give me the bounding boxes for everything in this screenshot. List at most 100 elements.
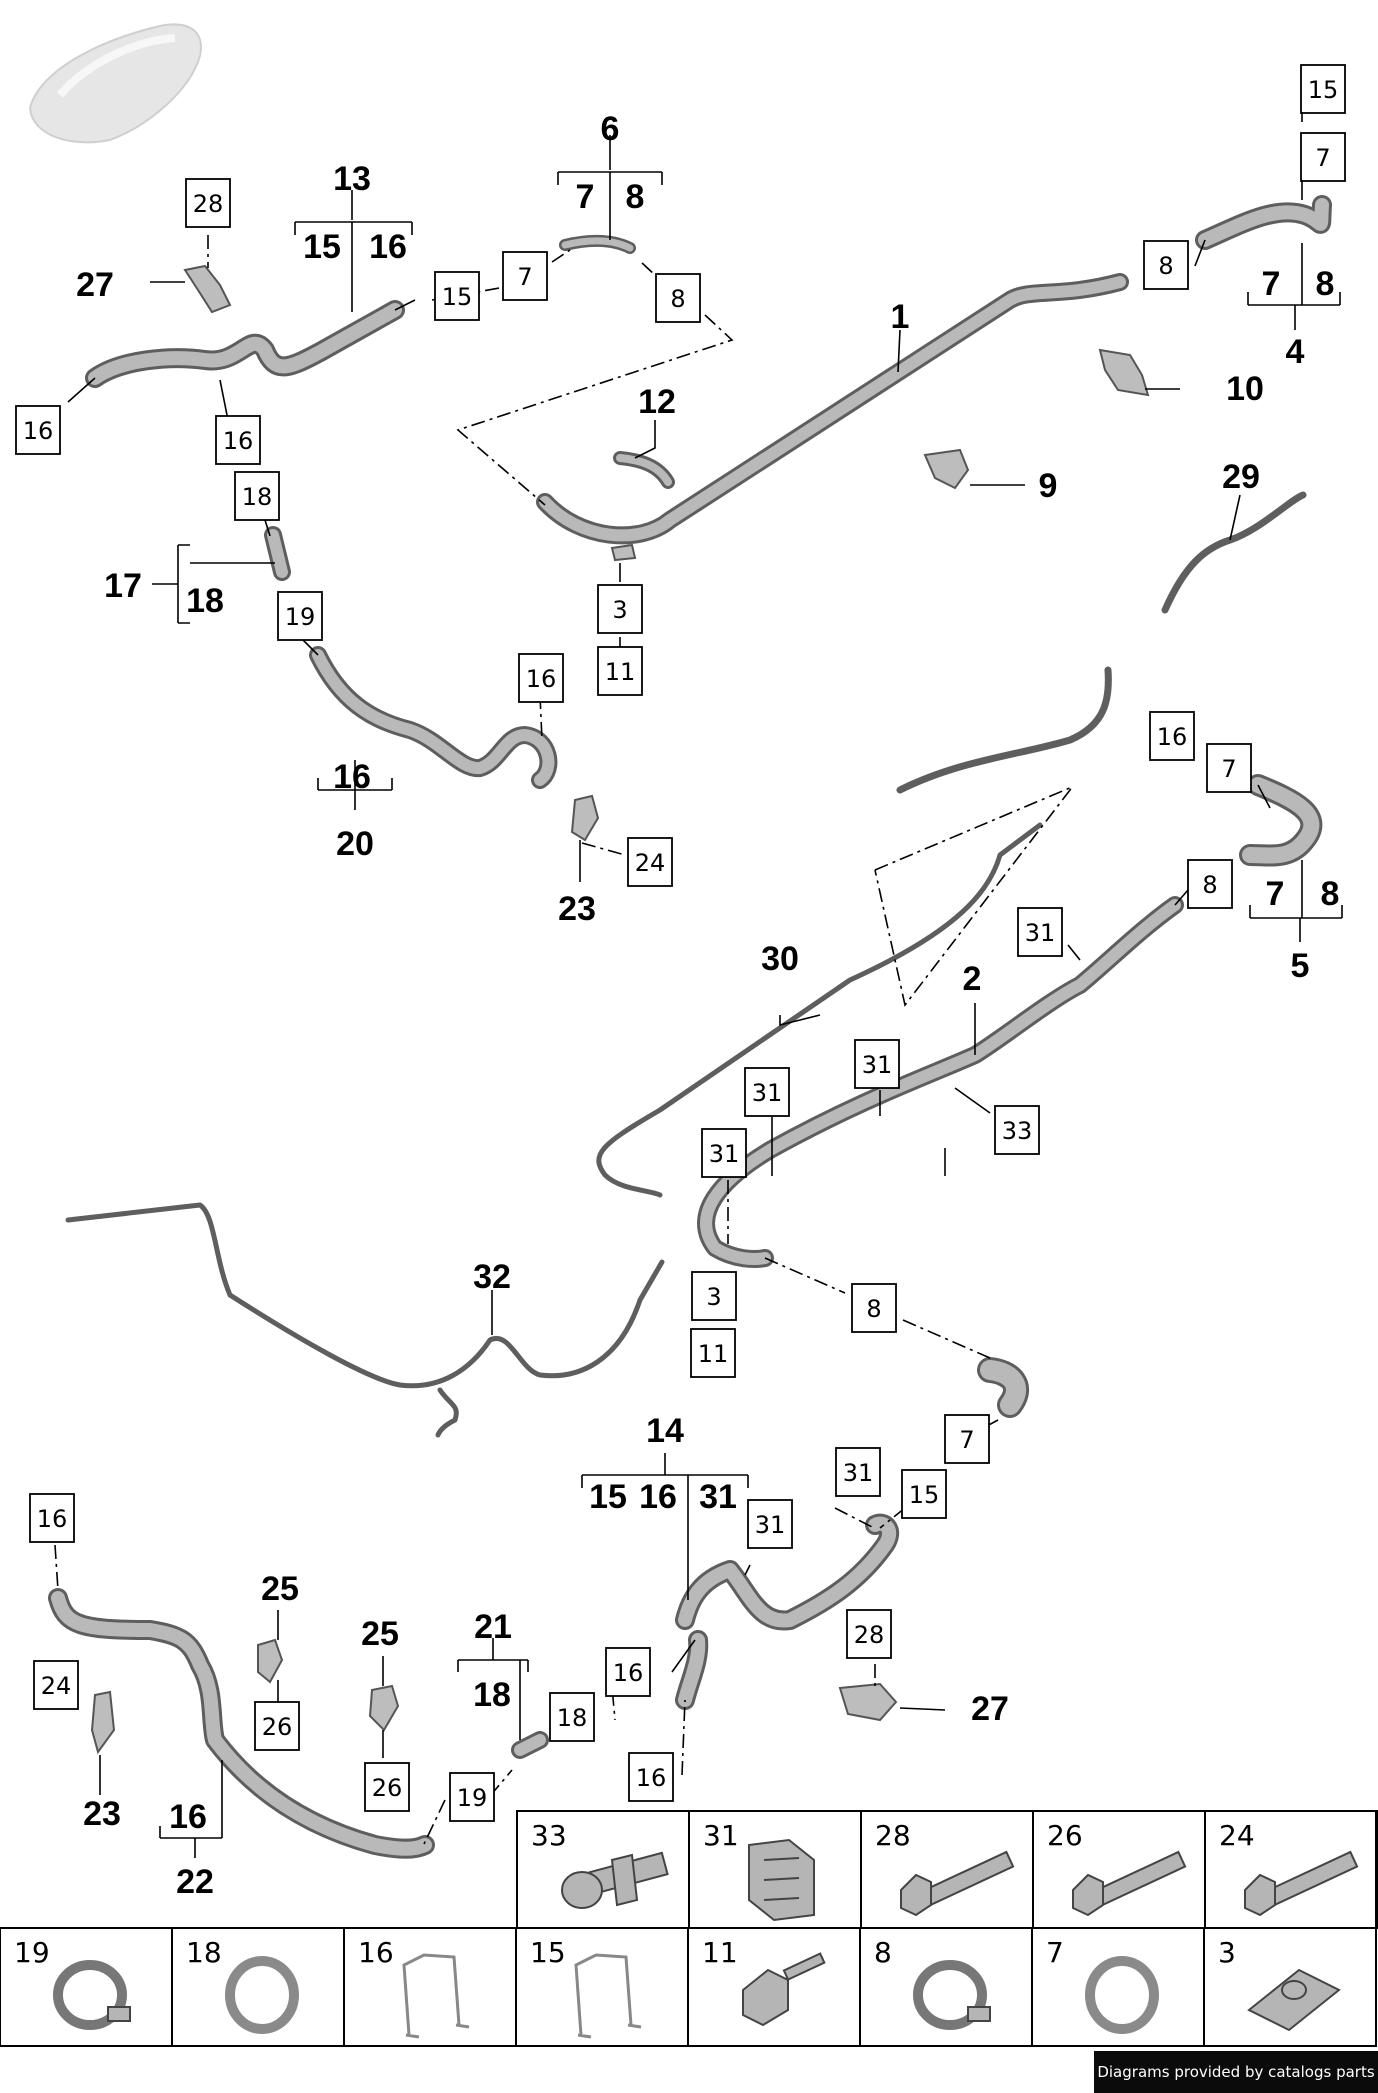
leader-6 bbox=[557, 135, 663, 240]
reference-box: 16 bbox=[215, 415, 261, 465]
leader-b16a bbox=[67, 377, 96, 403]
reference-box-frame bbox=[1187, 859, 1233, 909]
leader-b33 bbox=[954, 1087, 991, 1114]
bracket-25b bbox=[368, 1684, 400, 1732]
reference-box-frame bbox=[254, 1701, 300, 1751]
leader-4 bbox=[1247, 108, 1341, 330]
reference-box-frame bbox=[1149, 711, 1195, 761]
callout-13-15: 15 bbox=[303, 228, 341, 266]
reference-box-frame bbox=[691, 1271, 737, 1321]
reference-box: 33 bbox=[994, 1105, 1040, 1155]
reference-box: 18 bbox=[234, 471, 280, 521]
reference-number: 28 bbox=[854, 1621, 885, 1649]
reference-box-frame bbox=[185, 178, 231, 228]
reference-number: 24 bbox=[41, 1672, 72, 1700]
leader-17 bbox=[152, 544, 275, 624]
leader-5 bbox=[1249, 860, 1343, 942]
reference-number: 16 bbox=[23, 417, 54, 445]
screw-icon bbox=[742, 1952, 826, 2027]
reference-box-frame bbox=[605, 1647, 651, 1697]
leader-dash bbox=[551, 249, 571, 263]
reference-number: 18 bbox=[242, 483, 273, 511]
bracket-25a bbox=[257, 1638, 284, 1684]
coolant-pipe-2 bbox=[697, 896, 1184, 1268]
callout-6-7: 7 bbox=[576, 178, 595, 216]
reference-box: 15 bbox=[434, 271, 480, 321]
leader-1 bbox=[897, 329, 901, 373]
reference-box-frame bbox=[994, 1105, 1040, 1155]
reference-box-frame bbox=[854, 1039, 900, 1089]
legend-cell-number: 11 bbox=[702, 1936, 738, 1969]
bracket-23b bbox=[90, 1690, 116, 1755]
reference-number: 8 bbox=[1202, 871, 1217, 899]
bracket-10 bbox=[1098, 348, 1150, 397]
o-ring-icon bbox=[1085, 1956, 1159, 2034]
reference-number: 8 bbox=[670, 285, 685, 313]
bolt-icon bbox=[1072, 1850, 1187, 1917]
spring-clip-icon bbox=[574, 1953, 642, 2039]
leader-b16b bbox=[219, 379, 229, 421]
reference-box-frame bbox=[701, 1128, 747, 1178]
callout-27b: 27 bbox=[971, 1690, 1009, 1728]
callout-27a: 27 bbox=[76, 266, 114, 304]
leader-13 bbox=[294, 190, 413, 312]
callout-20-16: 16 bbox=[333, 758, 371, 796]
reference-box: 16 bbox=[518, 653, 564, 703]
reference-number: 16 bbox=[223, 427, 254, 455]
reference-box: 16 bbox=[29, 1493, 75, 1543]
bracket-23a bbox=[570, 794, 600, 842]
hose-17 bbox=[264, 526, 291, 581]
reference-number: 31 bbox=[709, 1140, 740, 1168]
callout-25b: 25 bbox=[361, 1615, 399, 1653]
reference-box-frame bbox=[835, 1447, 881, 1497]
reference-number: 26 bbox=[262, 1713, 293, 1741]
legend-cell: 24 bbox=[1204, 1810, 1378, 1929]
temperature-sensor-icon bbox=[561, 1851, 669, 1909]
reference-box: 26 bbox=[254, 1701, 300, 1751]
legend-cell: 33 bbox=[516, 1810, 690, 1929]
bolt-icon bbox=[1244, 1850, 1359, 1917]
hose-clamp-icon bbox=[913, 1960, 991, 2030]
reference-number: 7 bbox=[1315, 144, 1330, 172]
reference-box-frame bbox=[846, 1609, 892, 1659]
reference-box: 31 bbox=[1017, 907, 1063, 957]
callout-6: 6 bbox=[601, 110, 620, 148]
reference-box: 31 bbox=[701, 1128, 747, 1178]
reference-box-frame bbox=[627, 837, 673, 887]
callout-29: 29 bbox=[1222, 458, 1260, 496]
reference-number: 28 bbox=[193, 190, 224, 218]
reference-box-frame bbox=[1017, 907, 1063, 957]
reference-box: 31 bbox=[744, 1067, 790, 1117]
legend-cell-number: 18 bbox=[186, 1936, 222, 1969]
speed-nut-icon bbox=[1247, 1968, 1341, 2032]
callout-23b: 23 bbox=[83, 1795, 121, 1833]
credit-footer: Diagrams provided by catalogs parts bbox=[1094, 2051, 1378, 2093]
reference-box-frame bbox=[549, 1692, 595, 1742]
reference-number: 31 bbox=[862, 1051, 893, 1079]
leader-12 bbox=[634, 420, 656, 459]
hose-12 bbox=[613, 451, 675, 489]
callout-2: 2 bbox=[963, 960, 982, 998]
leader-dash bbox=[423, 1799, 446, 1845]
callout-17-18: 18 bbox=[186, 582, 224, 620]
reference-box-frame bbox=[1300, 132, 1346, 182]
hose-20 bbox=[309, 646, 558, 789]
leader-dash bbox=[834, 1507, 875, 1529]
callout-5: 5 bbox=[1291, 947, 1310, 985]
reference-box-frame bbox=[29, 1493, 75, 1543]
reference-box: 3 bbox=[691, 1271, 737, 1321]
leader-b7c bbox=[1257, 784, 1271, 809]
reference-box: 3 bbox=[597, 584, 643, 634]
reference-number: 15 bbox=[1308, 76, 1339, 104]
reference-box-frame bbox=[597, 646, 643, 696]
leader-dash bbox=[744, 1564, 751, 1576]
leader-30 bbox=[779, 1014, 821, 1027]
reference-number: 7 bbox=[959, 1426, 974, 1454]
legend-cell: 3 bbox=[1203, 1927, 1377, 2047]
reference-box: 7 bbox=[1300, 132, 1346, 182]
callout-21-18: 18 bbox=[473, 1676, 511, 1714]
reference-number: 31 bbox=[1025, 919, 1056, 947]
reference-box: 24 bbox=[33, 1660, 79, 1710]
